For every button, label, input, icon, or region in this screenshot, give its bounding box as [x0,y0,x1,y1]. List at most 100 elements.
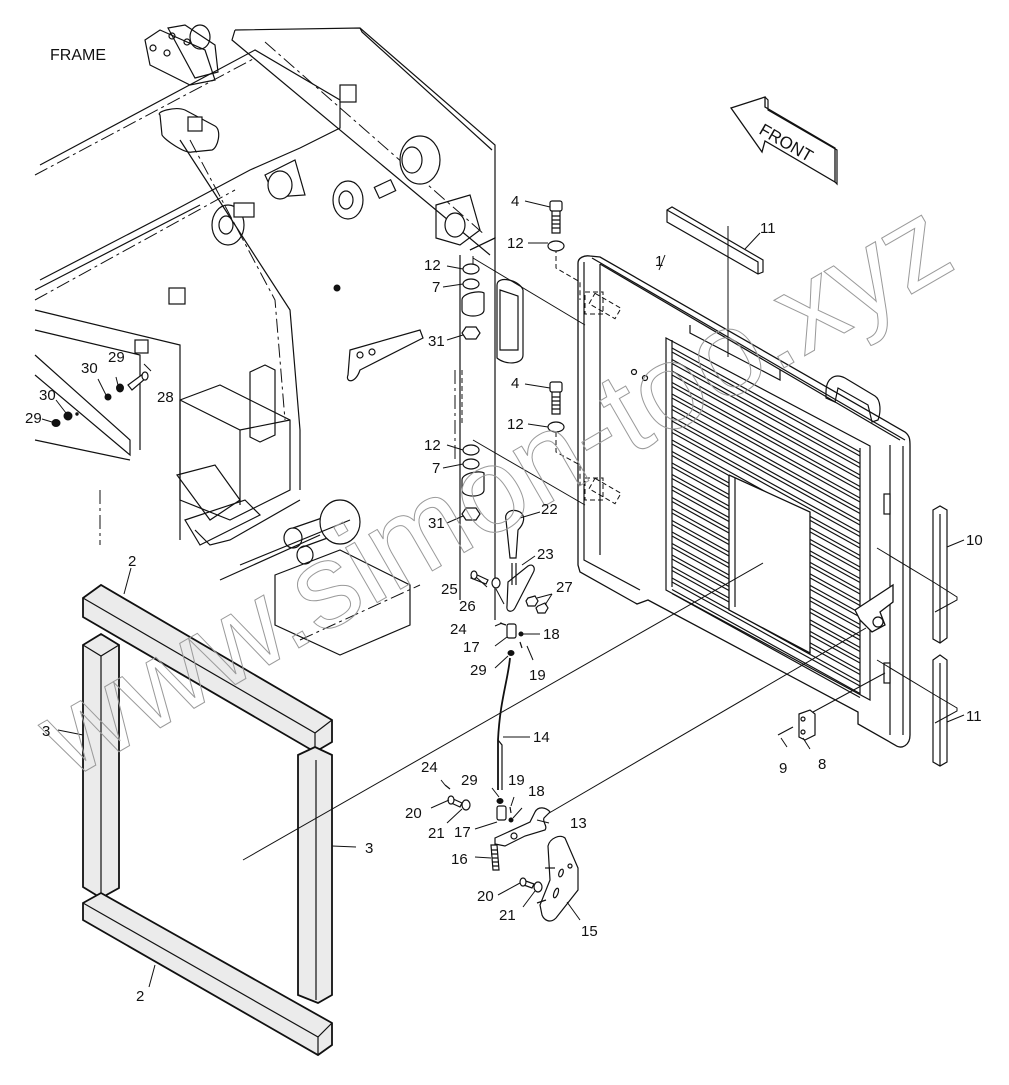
bolt-20-lower[interactable] [519,877,535,889]
callout-19[interactable]: 19 [508,772,525,789]
cotter-pin-19-lower[interactable] [509,806,512,814]
washer-12-hinge-upper[interactable] [462,263,480,275]
frame-bolt-28[interactable] [127,371,149,391]
callout-2[interactable]: 2 [128,553,136,570]
set-screw-24-lower[interactable] [444,784,451,790]
callout-20[interactable]: 20 [405,805,422,822]
pivot-washer-26[interactable] [491,577,501,589]
louvre-slat-edge [671,385,861,492]
seal-top-2[interactable] [82,583,333,754]
callout-19[interactable]: 19 [529,667,546,684]
pin-18-lower[interactable] [508,817,514,823]
lock-nut-27b[interactable] [535,602,549,614]
callout-24[interactable]: 24 [421,759,438,776]
latch-block-8[interactable] [798,709,816,741]
callout-30[interactable]: 30 [81,360,98,377]
nut-29-frame-left[interactable] [51,419,61,427]
callout-27[interactable]: 27 [556,579,573,596]
callout-28[interactable]: 28 [157,389,174,406]
callout-20[interactable]: 20 [477,888,494,905]
pivot-bolt-25[interactable] [470,570,489,585]
seal-right-3[interactable] [297,746,333,1004]
louvre-slat-edge [671,431,861,538]
callout-21[interactable]: 21 [428,825,445,842]
louvre-slat-edge [671,374,861,480]
clevis-17-lower[interactable] [496,805,507,821]
seal-side-10[interactable] [932,505,948,644]
callout-29[interactable]: 29 [25,410,42,427]
callout-1[interactable]: 1 [655,253,663,270]
latch-screw-9[interactable] [777,726,794,736]
louvre-slat [671,404,861,511]
seal-top-11[interactable] [666,206,764,275]
callout-21[interactable]: 21 [499,907,516,924]
callout-25[interactable]: 25 [441,581,458,598]
callout-3[interactable]: 3 [42,723,50,740]
callout-31[interactable]: 31 [428,333,445,350]
callout-14[interactable]: 14 [533,729,550,746]
louvre-slat [671,588,861,695]
spring-16[interactable] [490,844,500,871]
callout-4[interactable]: 4 [511,193,519,210]
callout-17[interactable]: 17 [454,824,471,841]
callout-26[interactable]: 26 [459,598,476,615]
callout-23[interactable]: 23 [537,546,554,563]
handle-knob-22[interactable] [505,509,525,559]
washer-21-upper[interactable] [461,799,471,811]
callout-4[interactable]: 4 [511,375,519,392]
nut-29-rod-lower[interactable] [496,798,504,804]
callout-29[interactable]: 29 [108,349,125,366]
callout-3[interactable]: 3 [365,840,373,857]
callout-15[interactable]: 15 [581,923,598,940]
callout-7[interactable]: 7 [432,279,440,296]
callout-16[interactable]: 16 [451,851,468,868]
callout-leaders [41,200,965,988]
callout-10[interactable]: 10 [966,532,983,549]
washer-30-frame-right[interactable] [104,393,112,401]
callout-29[interactable]: 29 [461,772,478,789]
cap-screw-4-upper[interactable] [549,200,563,234]
callout-29[interactable]: 29 [470,662,487,679]
cotter-pin-19-upper[interactable] [519,641,523,649]
nut-29-frame-right[interactable] [116,383,124,393]
callout-31[interactable]: 31 [428,515,445,532]
callout-13[interactable]: 13 [570,815,587,832]
seal-bottom-2[interactable] [82,891,333,1057]
callout-9[interactable]: 9 [779,760,787,777]
cap-screw-4-lower[interactable] [549,381,563,415]
callout-2[interactable]: 2 [136,988,144,1005]
callout-18[interactable]: 18 [543,626,560,643]
washer-7-upper[interactable] [462,278,480,290]
callout-12[interactable]: 12 [507,416,524,433]
callout-11[interactable]: 11 [966,708,982,725]
callout-11[interactable]: 11 [760,220,776,237]
callout-12[interactable]: 12 [424,257,441,274]
hinge-nut-31-lower[interactable] [461,507,481,521]
clevis-17-upper[interactable] [506,623,517,639]
callout-12[interactable]: 12 [424,437,441,454]
callout-12[interactable]: 12 [507,235,524,252]
latch-hook-13[interactable] [494,807,551,847]
lock-nut-27a[interactable] [525,595,539,607]
washer-12-screw-upper[interactable] [547,240,565,252]
latch-rod-14[interactable] [497,657,511,790]
callout-30[interactable]: 30 [39,387,56,404]
callout-17[interactable]: 17 [463,639,480,656]
callout-24[interactable]: 24 [450,621,467,638]
callout-18[interactable]: 18 [528,783,545,800]
washer-21-lower[interactable] [533,881,543,893]
pin-18-upper[interactable] [518,631,524,637]
nut-29-rod-upper[interactable] [507,650,515,656]
bolt-20-upper[interactable] [447,795,463,808]
hinge-nut-31-upper[interactable] [461,326,481,340]
louvre-slat [671,381,861,488]
seal-side-11[interactable] [932,654,948,767]
callout-8[interactable]: 8 [818,756,826,773]
callout-7[interactable]: 7 [432,460,440,477]
radiator-guard-door[interactable] [577,255,911,748]
washer-30-frame-left[interactable] [63,411,73,421]
callout-22[interactable]: 22 [541,501,558,518]
seal-left-3[interactable] [82,632,120,900]
latch-bracket-15[interactable] [536,835,579,922]
handle-lever-23[interactable] [506,563,535,612]
